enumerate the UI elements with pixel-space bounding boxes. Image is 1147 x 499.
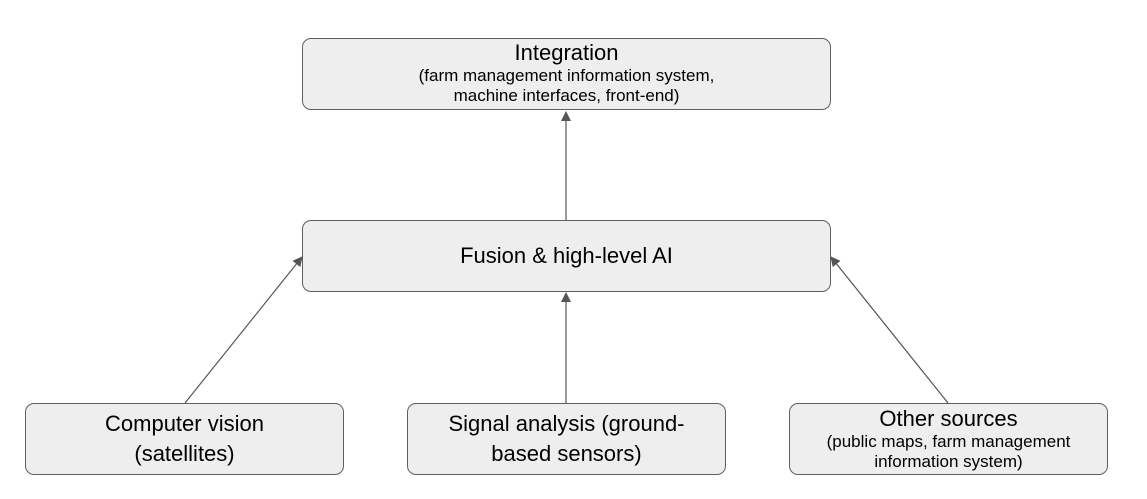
node-computer-vision-title: Computer vision (satellites): [105, 411, 264, 466]
edge-other-sources-to-fusion: [830, 256, 949, 404]
node-fusion-title: Fusion & high-level AI: [460, 243, 673, 268]
node-other-sources-subtitle-line2: information system): [874, 452, 1023, 471]
node-signal-analysis: Signal analysis (ground-based sensors): [407, 403, 726, 475]
edge-computer-vision-to-fusion: [184, 256, 303, 404]
node-computer-vision: Computer vision (satellites): [25, 403, 344, 475]
node-integration-subtitle-line2: machine interfaces, front-end): [453, 86, 680, 105]
node-integration-subtitle-line1: (farm management information system,: [418, 66, 715, 85]
node-integration: Integration (farm management information…: [302, 38, 831, 110]
node-other-sources-title: Other sources: [879, 406, 1018, 431]
node-other-sources-subtitle-line1: (public maps, farm management: [826, 432, 1071, 451]
node-fusion: Fusion & high-level AI: [302, 220, 831, 292]
node-signal-analysis-title: Signal analysis (ground-based sensors): [448, 411, 685, 466]
node-other-sources: Other sources (public maps, farm managem…: [789, 403, 1108, 475]
node-integration-title: Integration: [514, 40, 619, 65]
